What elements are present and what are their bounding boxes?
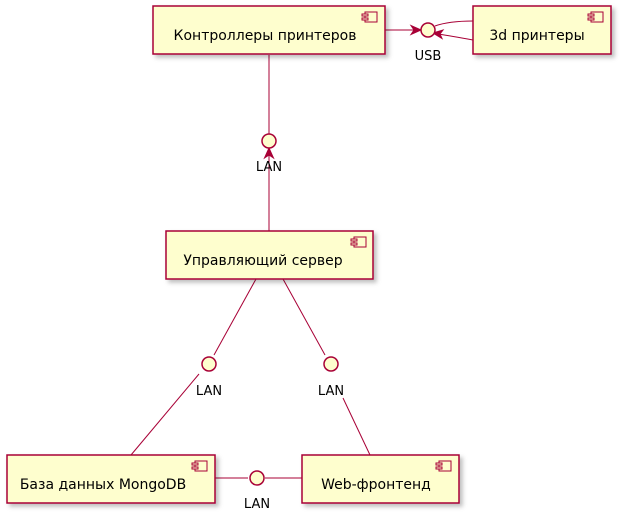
component-icon bbox=[350, 236, 367, 248]
server-label: Управляющий сервер bbox=[183, 253, 342, 269]
edge-printers-usb-upper bbox=[434, 20, 474, 27]
usb-interface-label: USB bbox=[415, 49, 442, 64]
lan-controllers-interface-circle bbox=[261, 133, 277, 149]
interface-lan-server-web: LAN bbox=[318, 356, 344, 399]
usb-interface-circle bbox=[420, 22, 436, 38]
interface-lan-controllers: LAN bbox=[256, 133, 282, 175]
interface-lan-db-web: LAN bbox=[244, 470, 270, 512]
component-icon bbox=[435, 460, 452, 472]
web-label: Web-фронтенд bbox=[321, 477, 431, 493]
lan-server-web-interface-label: LAN bbox=[318, 384, 344, 399]
printers-label: 3d принтеры bbox=[489, 28, 584, 44]
lan-db-web-interface-circle bbox=[249, 470, 265, 486]
edge-lan-web bbox=[342, 397, 371, 456]
components: Контроллеры принтеров 3d принтеры Управл… bbox=[6, 5, 612, 504]
component-icon bbox=[587, 11, 604, 23]
lan-server-web-interface-circle bbox=[323, 356, 339, 372]
lan-controllers-interface-label: LAN bbox=[256, 160, 282, 175]
controllers-label: Контроллеры принтеров bbox=[174, 28, 357, 44]
arrowhead-lan-controllers bbox=[263, 146, 275, 160]
edge-lan-mongodb bbox=[130, 373, 200, 456]
lan-server-db-interface-label: LAN bbox=[196, 384, 222, 399]
component-web[interactable]: Web-фронтенд bbox=[301, 454, 460, 504]
component-server[interactable]: Управляющий сервер bbox=[165, 230, 374, 280]
component-icon bbox=[191, 460, 208, 472]
arrowhead-usb bbox=[409, 24, 423, 36]
component-printers[interactable]: 3d принтеры bbox=[472, 5, 612, 55]
interfaces: USB LAN LAN LAN LAN bbox=[196, 22, 442, 512]
server-box bbox=[165, 230, 374, 280]
controllers-box bbox=[152, 5, 386, 55]
arrowhead-usb-printers bbox=[431, 29, 445, 40]
edge-printers-usb-lower bbox=[437, 33, 474, 41]
mongodb-box bbox=[6, 454, 216, 504]
mongodb-label: База данных MongoDB bbox=[20, 477, 186, 493]
web-box bbox=[301, 454, 460, 504]
edge-server-lan-web bbox=[282, 278, 326, 356]
component-controllers[interactable]: Контроллеры принтеров bbox=[152, 5, 386, 55]
interface-lan-server-db: LAN bbox=[196, 356, 222, 399]
component-icon bbox=[361, 11, 378, 23]
lan-db-web-interface-label: LAN bbox=[244, 497, 270, 512]
interface-usb: USB bbox=[415, 22, 442, 64]
lan-server-db-interface-circle bbox=[201, 356, 217, 372]
edge-server-lan-db bbox=[213, 278, 257, 356]
component-mongodb[interactable]: База данных MongoDB bbox=[6, 454, 216, 504]
edges bbox=[130, 20, 474, 479]
